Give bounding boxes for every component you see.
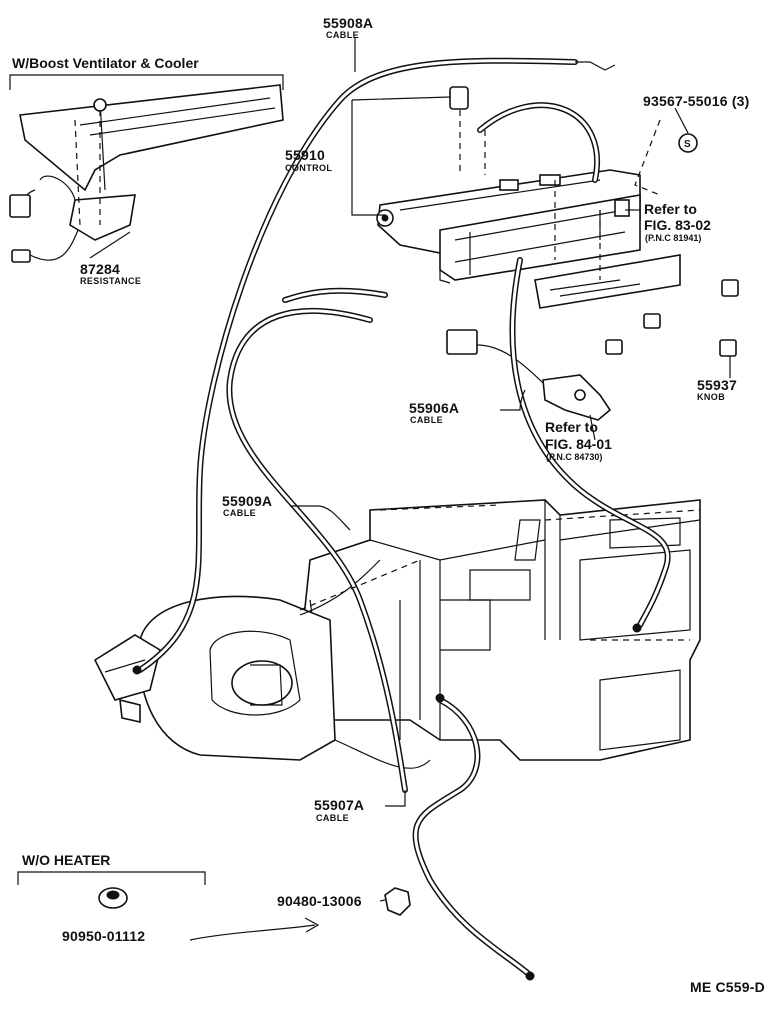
cables bbox=[132, 57, 671, 981]
part-name: CABLE bbox=[316, 813, 349, 823]
heater-control-head bbox=[376, 169, 681, 309]
figure-code: ME C559-D bbox=[690, 979, 765, 995]
knob-3 bbox=[605, 339, 623, 355]
part-number: 55937 bbox=[697, 377, 737, 393]
knob-2 bbox=[643, 313, 661, 329]
part-name: CABLE bbox=[410, 415, 443, 425]
label-clip-90480: 90480-13006 bbox=[277, 893, 362, 909]
refer-line2: FIG. 83-02 bbox=[644, 217, 711, 233]
part-number: 55909A bbox=[222, 493, 273, 509]
refer-line2: FIG. 84-01 bbox=[545, 436, 612, 452]
resistance-assembly bbox=[9, 84, 284, 263]
svg-text:S: S bbox=[684, 139, 691, 150]
leader-lines bbox=[9, 38, 731, 941]
refer-pnc: (P.N.C 84730) bbox=[546, 452, 603, 462]
part-number: 55907A bbox=[314, 797, 365, 813]
label-grommet-90950: 90950-01112 bbox=[62, 928, 146, 944]
part-number: 55906A bbox=[409, 400, 460, 416]
knob-4 bbox=[719, 339, 737, 357]
part-name: CABLE bbox=[326, 30, 359, 40]
exploded-view-guide-lines bbox=[74, 110, 661, 611]
fan-switch-assembly bbox=[446, 329, 612, 421]
heater-unit-assembly bbox=[93, 499, 701, 769]
part-number: 55910 bbox=[285, 147, 325, 163]
part-number: 87284 bbox=[80, 261, 120, 277]
clip-90480 bbox=[384, 887, 411, 916]
knob-parts bbox=[605, 279, 739, 357]
part-name: CABLE bbox=[223, 508, 256, 518]
callout-without-heater: W/O HEATER bbox=[22, 852, 111, 868]
label-bolt-93567: 93567-55016 (3) bbox=[643, 93, 750, 109]
part-name: RESISTANCE bbox=[80, 276, 142, 286]
grommet-90950 bbox=[98, 887, 128, 909]
knob-1 bbox=[721, 279, 739, 297]
clip-top: S bbox=[449, 86, 698, 153]
refer-line1: Refer to bbox=[545, 419, 598, 435]
bolt-icon bbox=[678, 133, 698, 153]
callout-boost-ventilator: W/Boost Ventilator & Cooler bbox=[12, 55, 199, 71]
part-number: 55908A bbox=[323, 15, 374, 31]
part-name: KNOB bbox=[697, 392, 726, 402]
refer-pnc: (P.N.C 81941) bbox=[645, 233, 702, 243]
refer-line1: Refer to bbox=[644, 201, 697, 217]
part-name: CONTROL bbox=[285, 163, 333, 173]
